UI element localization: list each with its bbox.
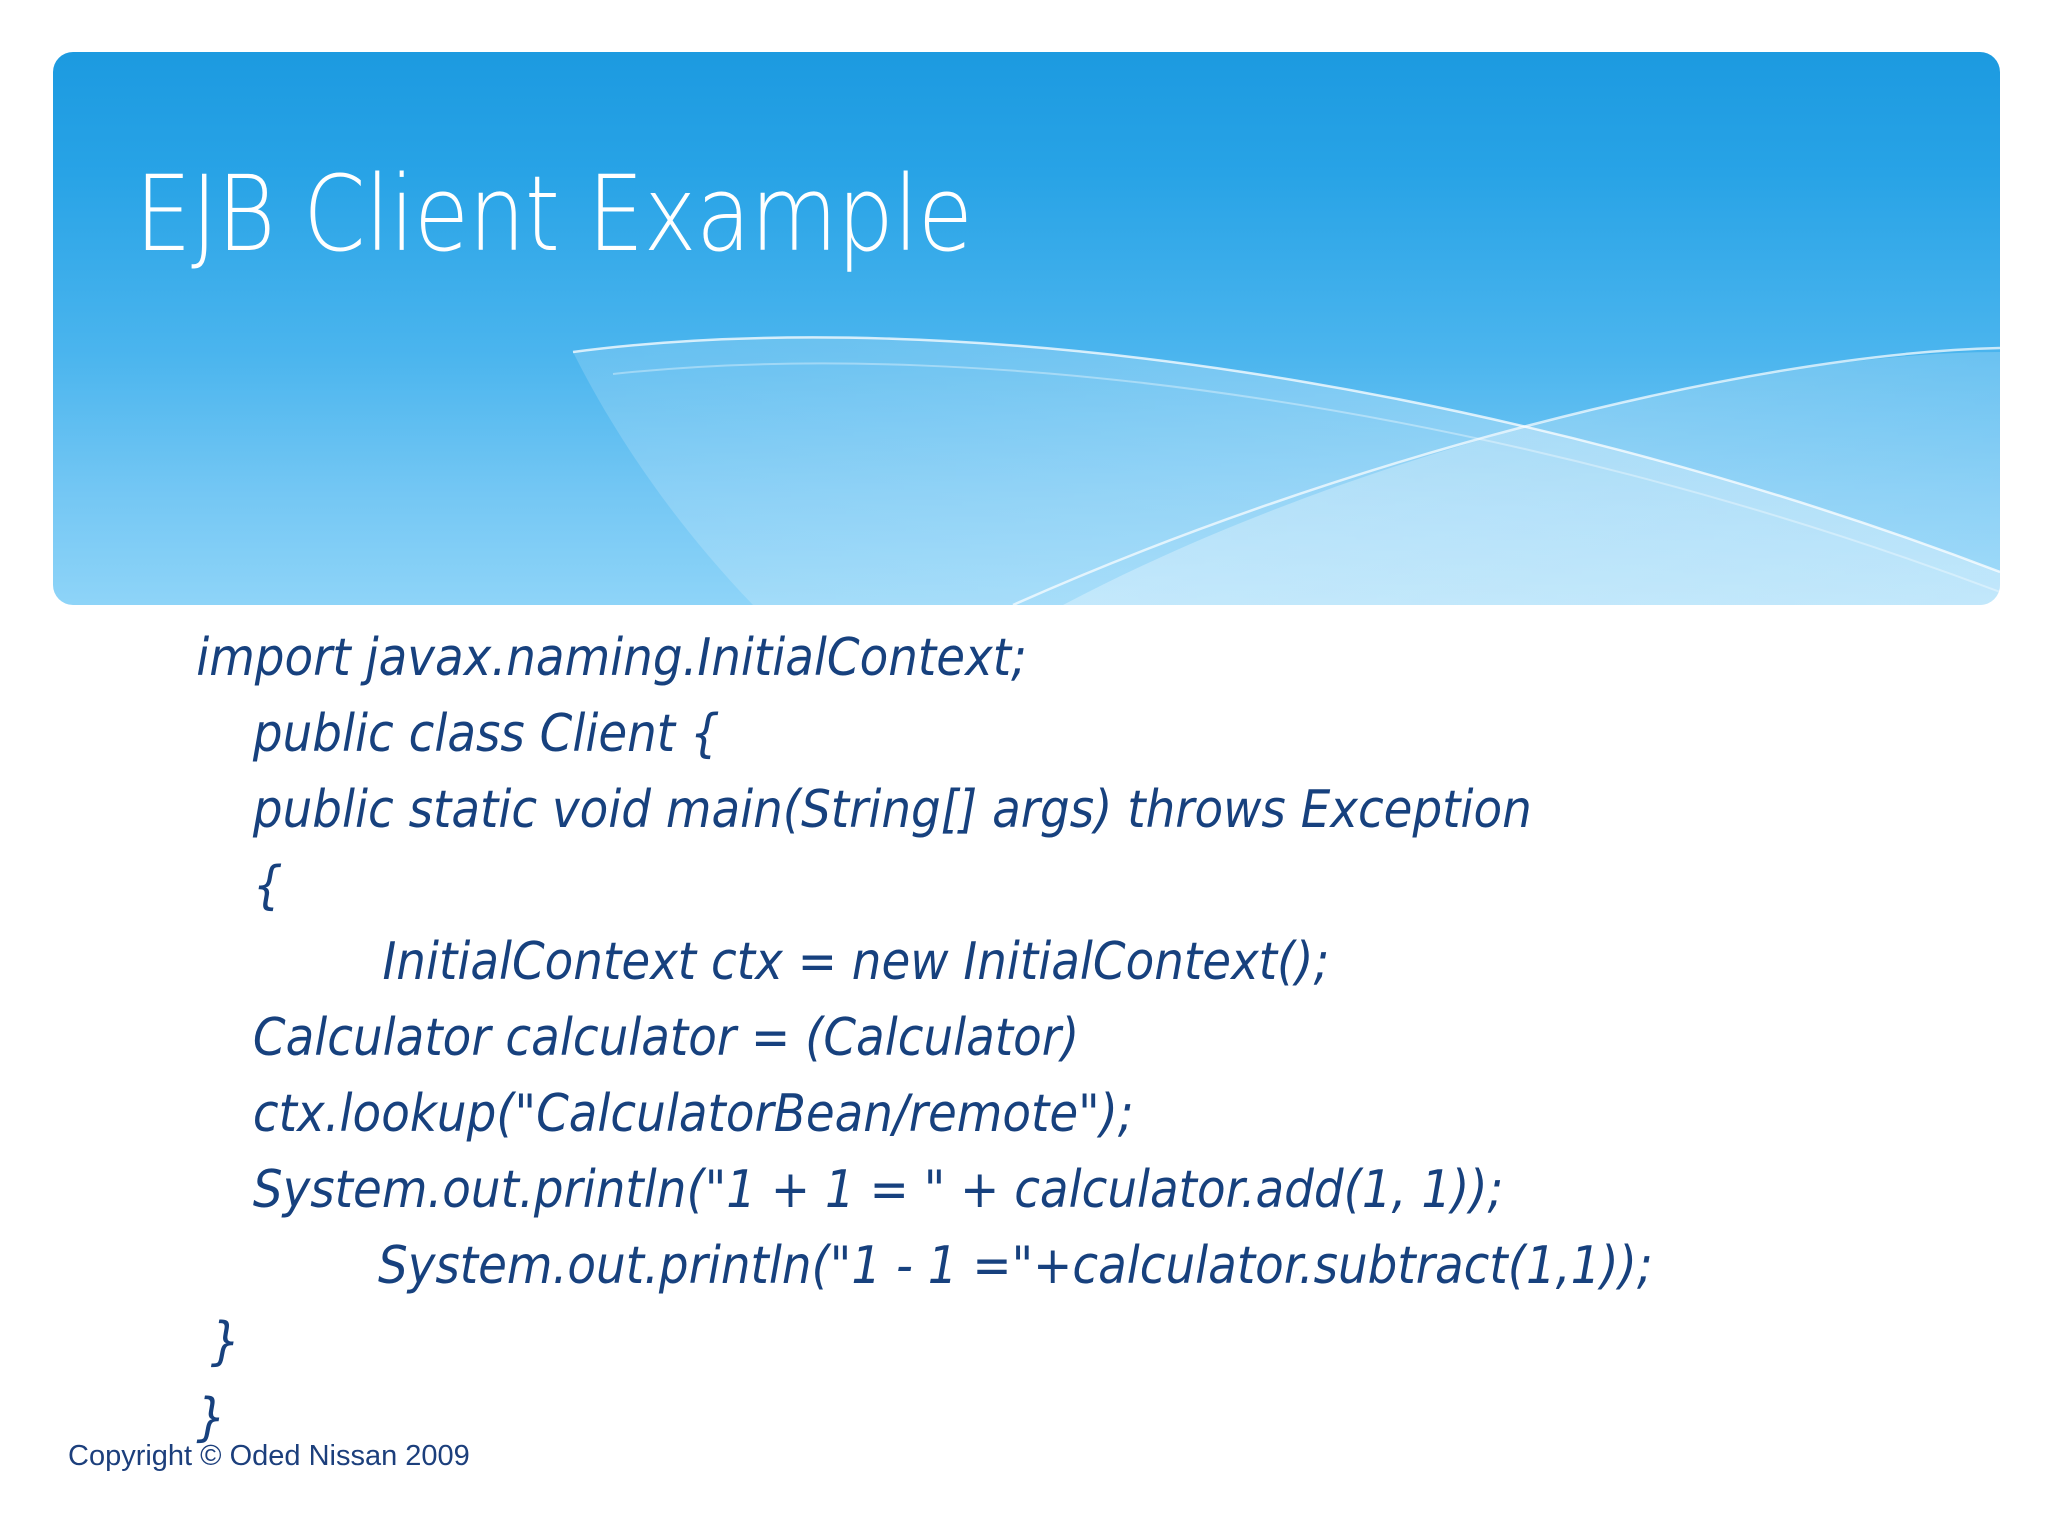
code-line: public static void main(String[] args) t… [252,780,1532,840]
code-line: } [196,1388,226,1448]
code-listing: import javax.naming.InitialContext; publ… [0,620,2048,1456]
code-line: System.out.println("1 + 1 = " + calculat… [252,1160,1504,1220]
title-banner: EJB Client Example [53,52,2000,605]
copyright-footer: Copyright © Oded Nissan 2009 [68,1440,470,1472]
code-line: { [252,856,283,916]
code-line: } [210,1312,241,1372]
code-line: System.out.println("1 - 1 ="+calculator.… [378,1236,1653,1296]
code-line: public class Client { [252,704,720,764]
banner-wave-decoration [572,336,2000,605]
code-line: InitialContext ctx = new InitialContext(… [382,932,1330,992]
code-line: Calculator calculator = (Calculator) [252,1008,1080,1068]
code-line: import javax.naming.InitialContext; [196,628,1027,688]
page-title: EJB Client Example [135,153,973,275]
code-line: ctx.lookup("CalculatorBean/remote"); [252,1084,1134,1144]
